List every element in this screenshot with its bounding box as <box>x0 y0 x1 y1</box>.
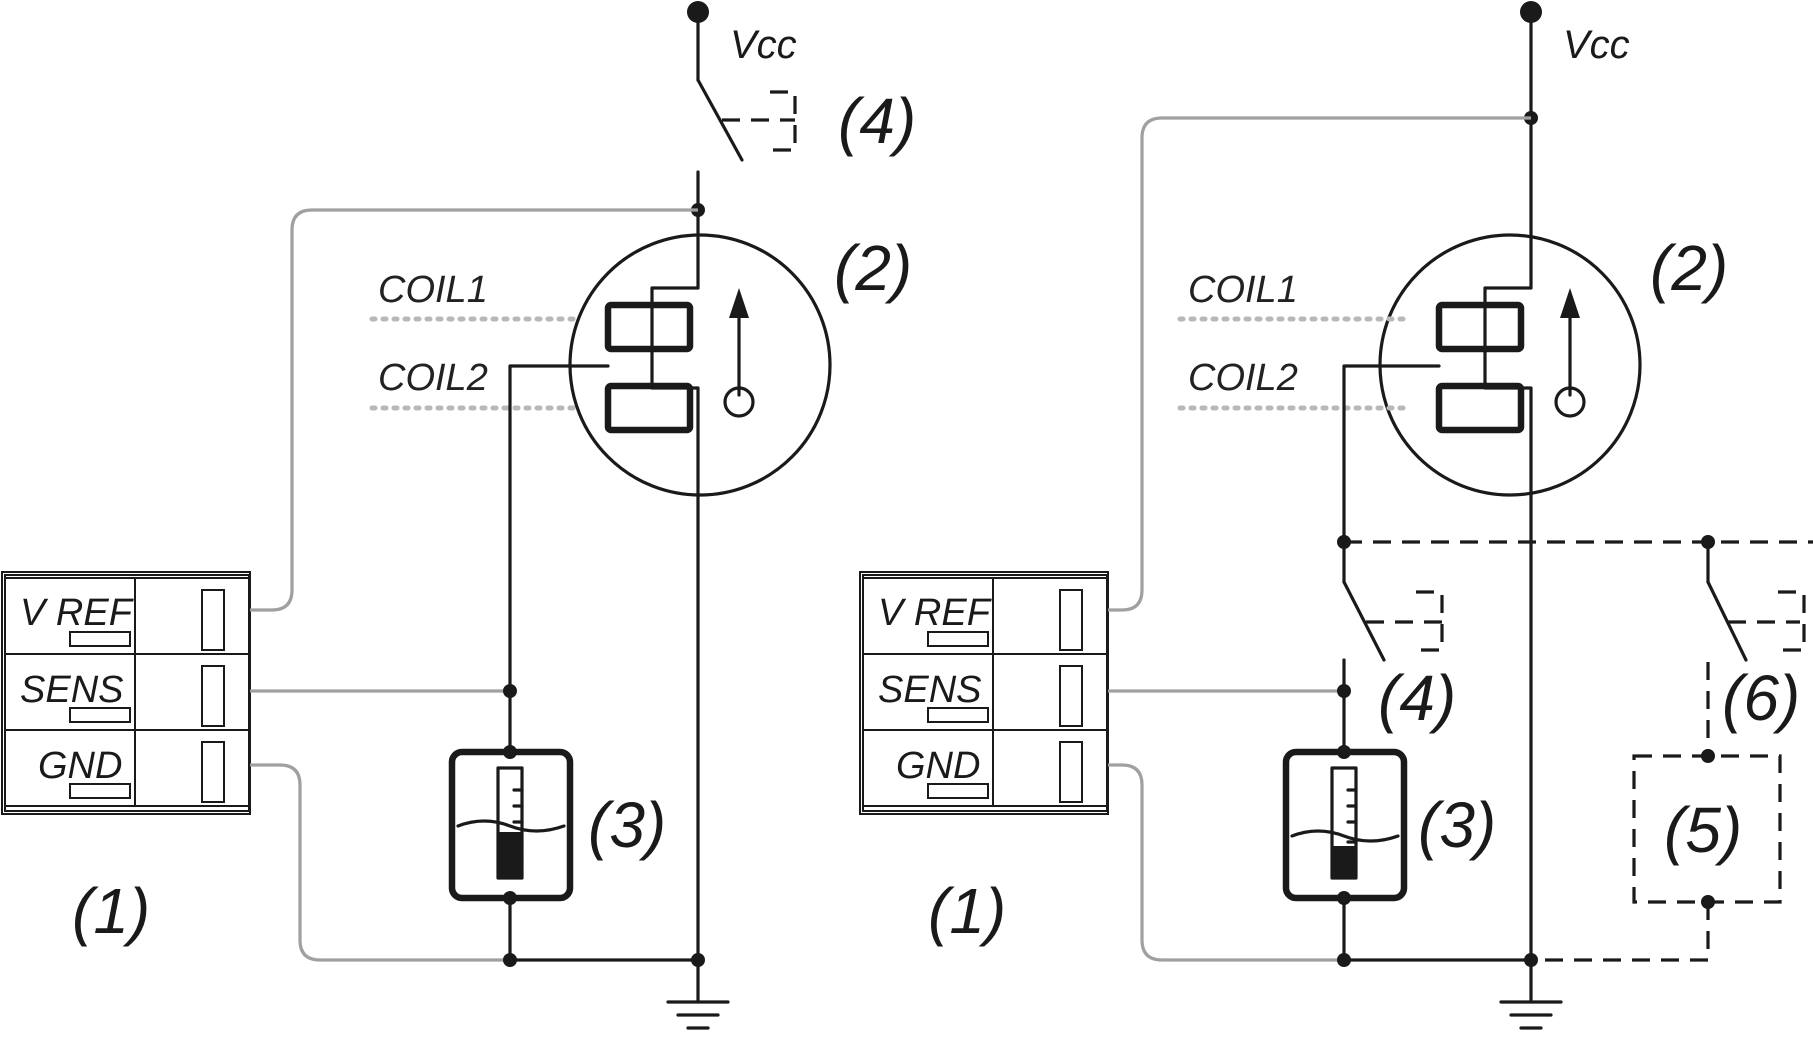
right-ground-icon <box>1499 1000 1563 1030</box>
left-sens-label: SENS <box>20 669 123 711</box>
right-label-4: (4) <box>1378 662 1456 734</box>
right-label-3: (3) <box>1418 789 1496 861</box>
right-label-6: (6) <box>1722 662 1800 734</box>
left-level-sensor <box>448 745 574 962</box>
right-coil2-label: COIL2 <box>1188 357 1298 399</box>
right-box-5 <box>1531 749 1782 962</box>
right-vcc-label: Vcc <box>1563 23 1630 67</box>
left-label-3: (3) <box>588 789 666 861</box>
left-circuit <box>1 1 832 1030</box>
left-coil1-label: COIL1 <box>378 269 488 311</box>
right-switch-6 <box>1706 540 1806 756</box>
right-vref-label: V REF <box>878 592 992 634</box>
right-connector <box>859 571 1109 815</box>
left-vcc-switch <box>687 1 797 238</box>
left-ground-icon <box>666 1000 730 1030</box>
right-label-1: (1) <box>928 875 1006 947</box>
left-gnd-label: GND <box>38 745 122 787</box>
right-level-sensor <box>1282 745 1408 962</box>
right-coil1-label: COIL1 <box>1188 269 1298 311</box>
right-hall-sensor <box>1177 233 1642 497</box>
right-sens-label: SENS <box>878 669 981 711</box>
right-label-2: (2) <box>1650 232 1728 304</box>
left-vcc-label: Vcc <box>730 23 797 67</box>
left-hall-sensor <box>369 233 832 497</box>
left-coil2-label: COIL2 <box>378 357 488 399</box>
left-vref-label: V REF <box>20 592 134 634</box>
left-label-4: (4) <box>838 85 916 157</box>
left-label-1: (1) <box>72 875 150 947</box>
right-switch-4 <box>1337 540 1444 754</box>
left-label-2: (2) <box>834 232 912 304</box>
right-gnd-label: GND <box>896 745 980 787</box>
right-circuit <box>859 1 1813 1030</box>
right-label-5: (5) <box>1664 794 1742 866</box>
